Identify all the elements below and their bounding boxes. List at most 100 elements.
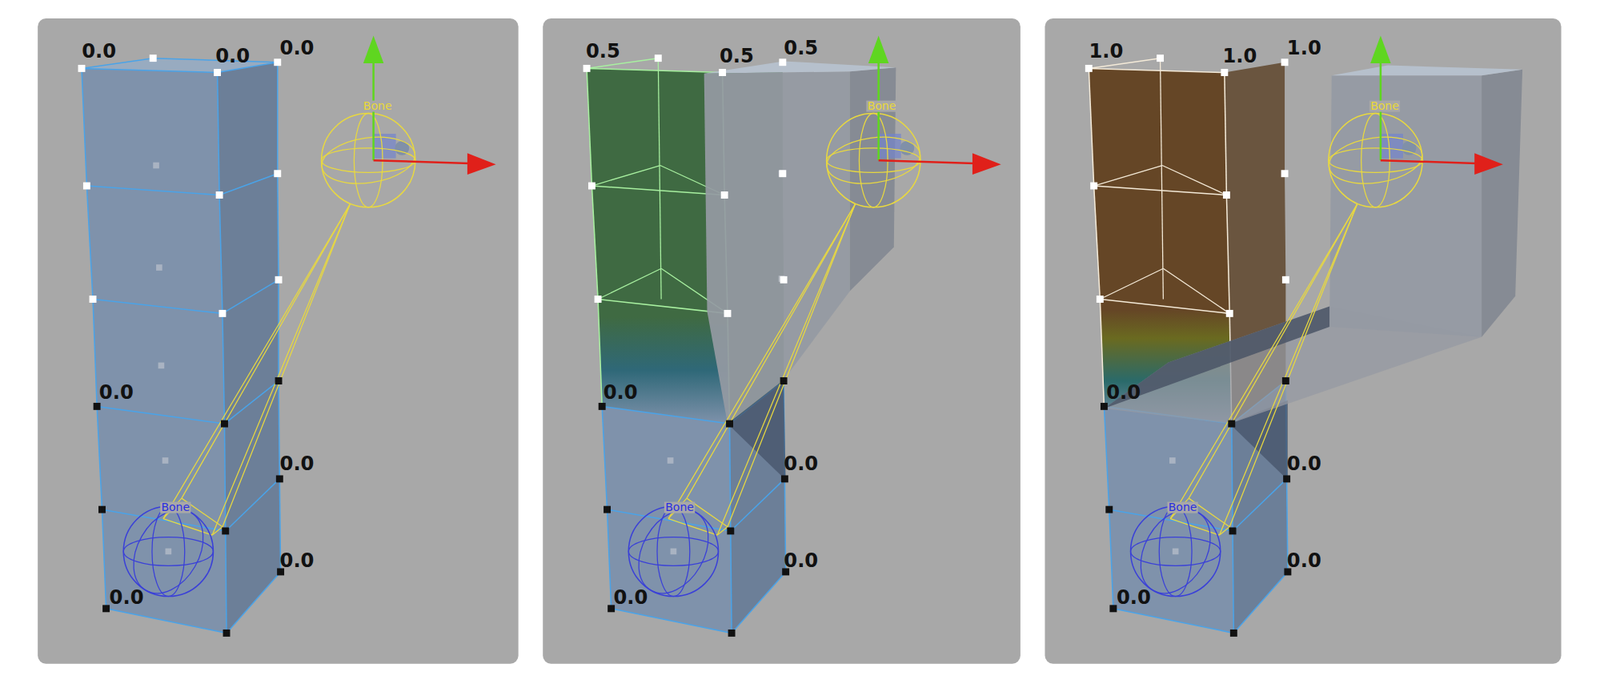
edge-line	[597, 299, 602, 407]
edge-line	[1094, 185, 1101, 300]
vertex	[149, 54, 157, 62]
weight-value: 0.0	[783, 453, 819, 474]
weight-value: 0.0	[603, 381, 638, 402]
moved-box-strip	[1103, 305, 1330, 408]
vertex	[275, 276, 283, 284]
bone-sphere	[628, 537, 718, 566]
vertex	[1156, 54, 1164, 62]
x-axis-head	[1474, 152, 1504, 175]
vertex	[1229, 526, 1237, 534]
vertex	[78, 64, 86, 73]
edge-line	[226, 571, 281, 633]
edge-line	[219, 173, 278, 196]
edge-line	[219, 195, 223, 314]
vertex	[778, 169, 786, 177]
weight-value: 0.0	[1116, 587, 1151, 607]
bone-line	[717, 204, 855, 535]
edge-line	[1103, 405, 1109, 510]
weight-value: 0.0	[215, 46, 250, 66]
face-dot	[158, 362, 165, 369]
edge-line	[730, 478, 786, 531]
weight-value: 1.0	[1088, 41, 1123, 61]
vertex	[1090, 182, 1098, 190]
edge-line	[152, 58, 278, 63]
vertex	[1227, 420, 1236, 428]
vertex	[275, 376, 283, 385]
weight-value: 0.0	[1287, 550, 1322, 570]
vertex	[89, 295, 97, 303]
edge-line	[81, 68, 87, 186]
vertex	[102, 604, 110, 612]
vertex	[598, 402, 606, 410]
edge-line	[225, 530, 227, 633]
vertex	[276, 474, 284, 482]
edge-line	[729, 423, 731, 531]
x-axis	[373, 160, 470, 164]
vertex	[1220, 68, 1228, 77]
weight-value: 0.0	[109, 587, 145, 607]
edge-line	[1224, 72, 1228, 196]
vertex	[1230, 629, 1238, 637]
edge-line	[601, 405, 607, 510]
vertex	[1282, 376, 1290, 385]
edge-line	[1088, 68, 1225, 73]
x-axis-head	[972, 152, 1002, 175]
bone-line	[163, 518, 213, 535]
edge-line	[591, 185, 598, 300]
moved-box-side	[1481, 69, 1523, 337]
edge-line	[86, 185, 220, 195]
bone-sphere	[1158, 505, 1192, 596]
edge-line	[1226, 195, 1230, 314]
weight-value: 0.0	[1106, 381, 1141, 402]
edge-line	[586, 68, 723, 73]
x-axis-head	[467, 152, 497, 175]
weight-value: 0.0	[280, 453, 315, 474]
face-dot	[165, 548, 173, 555]
bone-line	[1170, 518, 1220, 535]
vertex	[728, 629, 736, 637]
bone-sphere	[628, 505, 718, 596]
vertex	[725, 420, 734, 428]
edge-line	[222, 279, 279, 313]
edge-line	[222, 312, 225, 424]
edge-line	[1162, 165, 1227, 196]
edge-line	[106, 608, 227, 634]
vertex	[93, 402, 101, 410]
vertex	[721, 191, 729, 199]
face-dot	[152, 162, 160, 169]
edge-line	[277, 173, 279, 281]
y-axis-head	[363, 36, 384, 64]
vertex	[218, 309, 226, 317]
edge-line	[611, 608, 732, 634]
edge-line	[1109, 509, 1114, 609]
weight-value: 0.0	[280, 550, 315, 570]
edge-line	[730, 530, 732, 633]
vertex	[273, 169, 281, 177]
moved-box-top	[1331, 65, 1523, 77]
weight-value: 0.5	[585, 41, 621, 61]
face-dot	[670, 548, 678, 555]
bone-label: Bone	[1369, 100, 1400, 113]
edge-line	[92, 299, 223, 314]
bone-line	[212, 526, 223, 535]
edge-line	[1113, 608, 1234, 634]
bone-line	[1229, 204, 1357, 527]
edge-line	[217, 72, 221, 196]
column-front	[601, 405, 732, 633]
panel-background	[542, 18, 1021, 664]
bone-line	[181, 204, 350, 498]
edge-line	[101, 509, 106, 609]
vertex	[98, 505, 106, 514]
weight-value: 1.0	[1223, 46, 1258, 66]
bone-line	[1170, 204, 1357, 519]
bone-sphere	[123, 537, 213, 566]
vertex	[654, 54, 662, 62]
bone-label: Bone	[866, 100, 897, 113]
bone-line	[668, 204, 855, 519]
weight-value: 0.0	[280, 38, 315, 58]
weight-value: 0.5	[783, 38, 819, 58]
y-axis-head	[868, 36, 889, 64]
panel	[542, 18, 1021, 664]
vertex	[83, 182, 91, 190]
